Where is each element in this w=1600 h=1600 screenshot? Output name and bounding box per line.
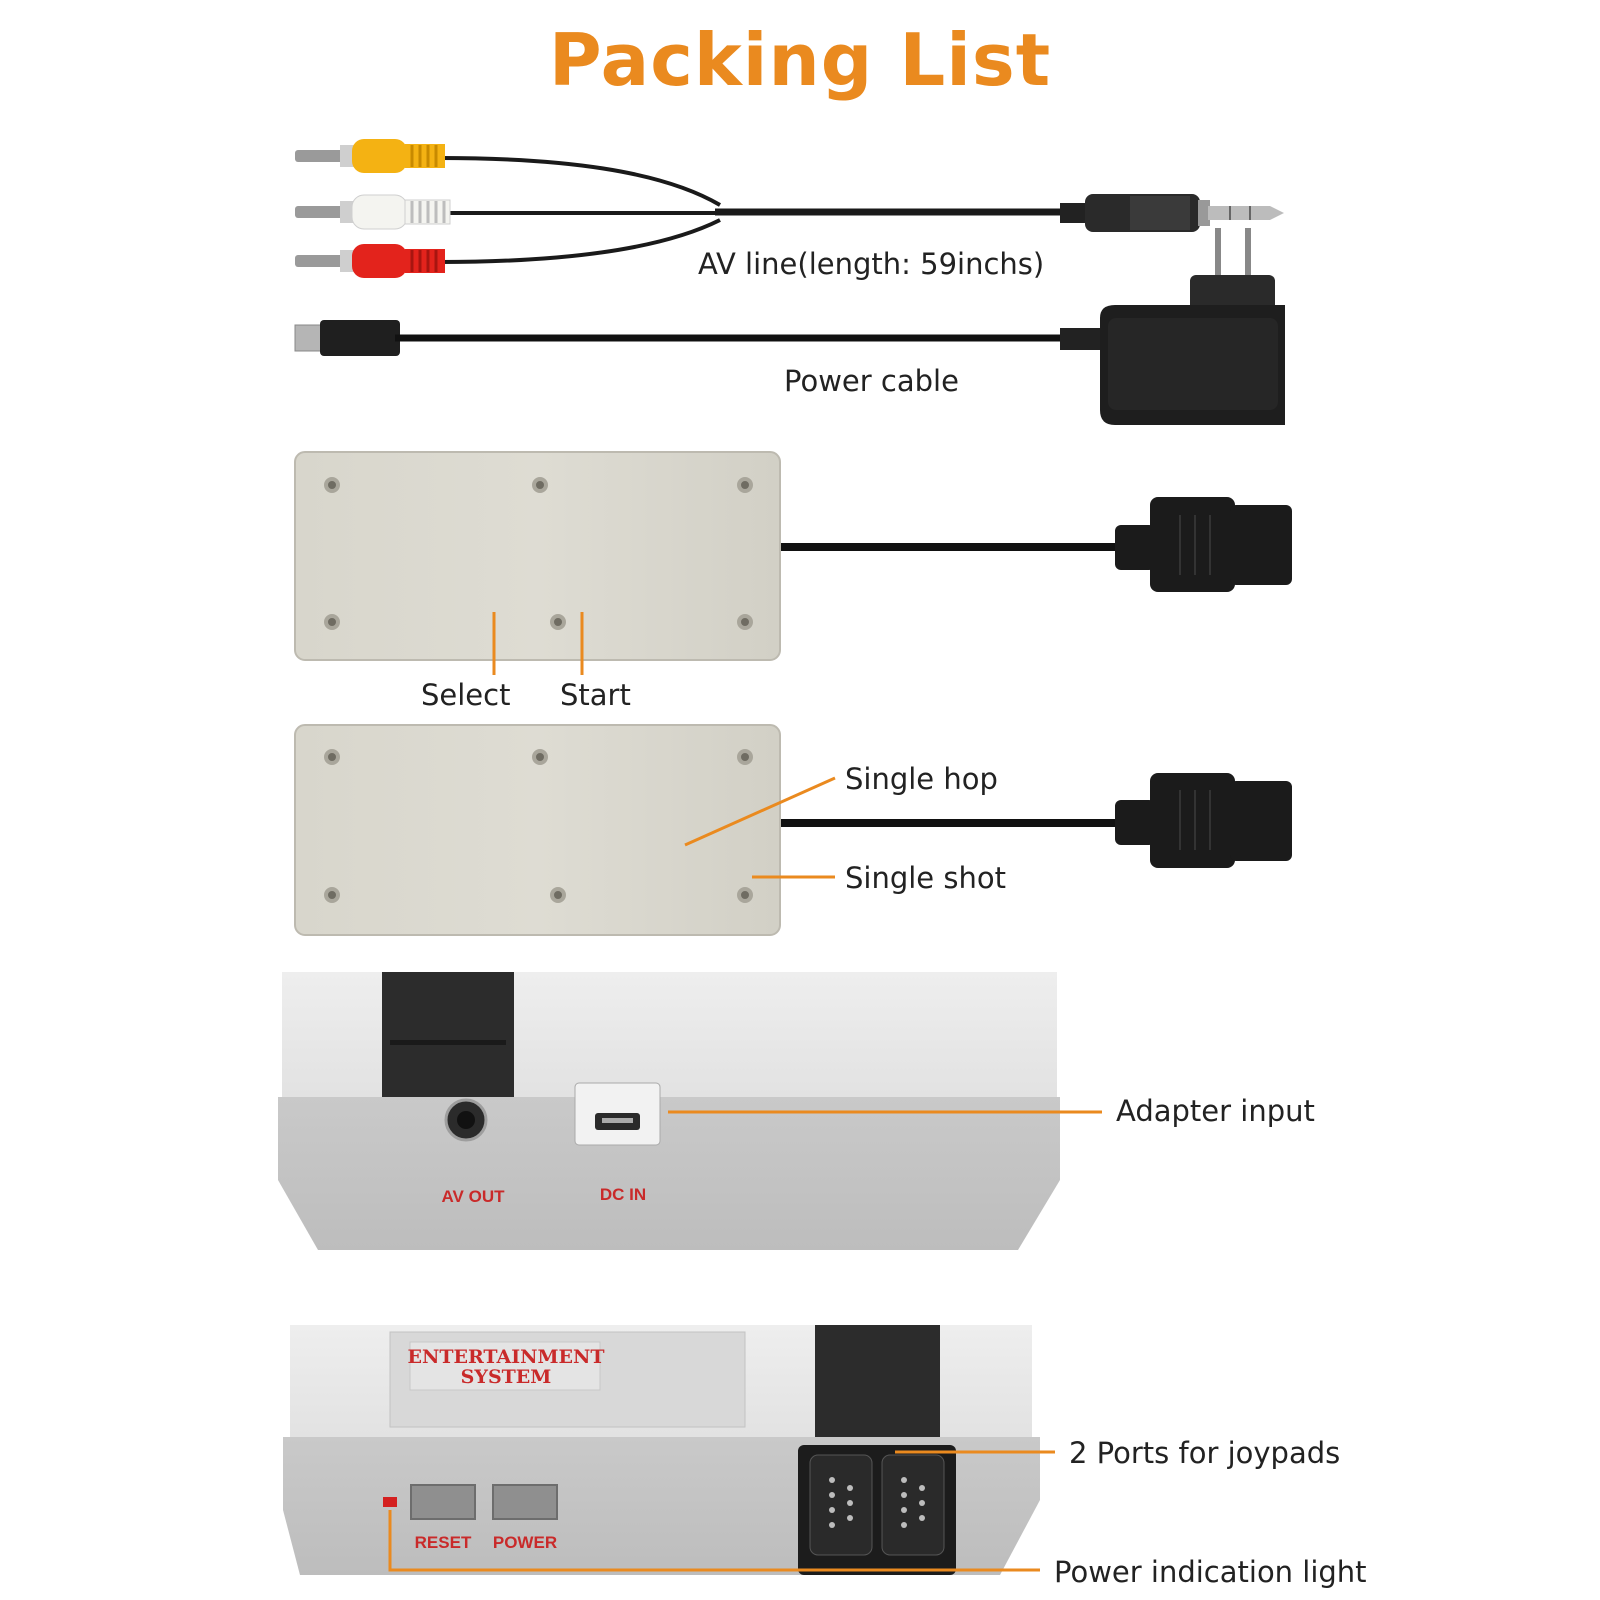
joypad-ports-label: 2 Ports for joypads (1069, 1436, 1341, 1470)
single-shot-label: Single shot (845, 861, 1006, 895)
white-rca-plug (295, 194, 451, 230)
console-front-view: ENTERTAINMENT SYSTEM RESET POWER (283, 1325, 1040, 1575)
joypad-ports (798, 1445, 956, 1575)
audio-jack-plug (1060, 194, 1284, 232)
power-indicator-light (383, 1497, 397, 1507)
adapter-input-label: Adapter input (1116, 1094, 1315, 1128)
power-indication-light-label: Power indication light (1054, 1555, 1367, 1589)
single-hop-callout-line (684, 776, 836, 847)
av-out-print: AV OUT (442, 1187, 506, 1206)
console-back-view: AV OUT DC IN (278, 972, 1060, 1250)
page-title: Packing List (548, 18, 1052, 102)
controller-2 (294, 724, 1292, 936)
reset-button (410, 1484, 476, 1520)
power-light-callout-line (388, 1510, 1040, 1572)
controller-plug (1115, 497, 1292, 592)
power-cable (294, 228, 1285, 425)
brand-print-line1: ENTERTAINMENT (407, 1346, 604, 1368)
single-hop-label: Single hop (845, 762, 998, 796)
controller-plug (1115, 773, 1292, 868)
av-line-label: AV line(length: 59inchs) (698, 247, 1045, 281)
power-print: POWER (493, 1533, 557, 1552)
power-adapter (1100, 228, 1285, 425)
controller-1 (294, 451, 1292, 661)
power-button (492, 1484, 558, 1520)
av-cable (295, 139, 1284, 278)
brand-print-line2: SYSTEM (461, 1366, 552, 1388)
yellow-rca-plug (295, 139, 445, 173)
reset-print: RESET (415, 1533, 472, 1552)
select-label: Select (421, 678, 511, 712)
dc-in-print: DC IN (600, 1185, 646, 1204)
red-rca-plug (295, 244, 445, 278)
start-label: Start (560, 678, 631, 712)
power-cable-label: Power cable (784, 364, 959, 398)
